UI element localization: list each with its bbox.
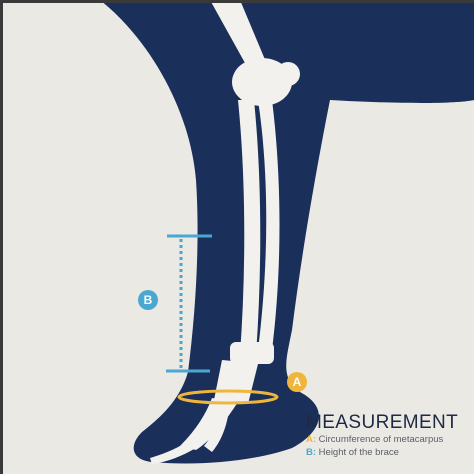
legend-title: MEASUREMENT: [306, 412, 471, 434]
marker-b: B: [138, 290, 158, 310]
marker-a-label: A: [293, 375, 302, 389]
legend-key-a: A:: [306, 434, 316, 445]
legend-key-b: B:: [306, 447, 316, 458]
legend-item-a: A: Circumference of metacarpus: [306, 434, 471, 447]
legend-text-a: Circumference of metacarpus: [316, 434, 443, 445]
measurement-legend: MEASUREMENT A: Circumference of metacarp…: [306, 412, 471, 459]
marker-a: A: [287, 372, 307, 392]
marker-b-label: B: [144, 293, 153, 307]
legend-text-b: Height of the brace: [316, 447, 399, 458]
legend-item-b: B: Height of the brace: [306, 447, 471, 460]
